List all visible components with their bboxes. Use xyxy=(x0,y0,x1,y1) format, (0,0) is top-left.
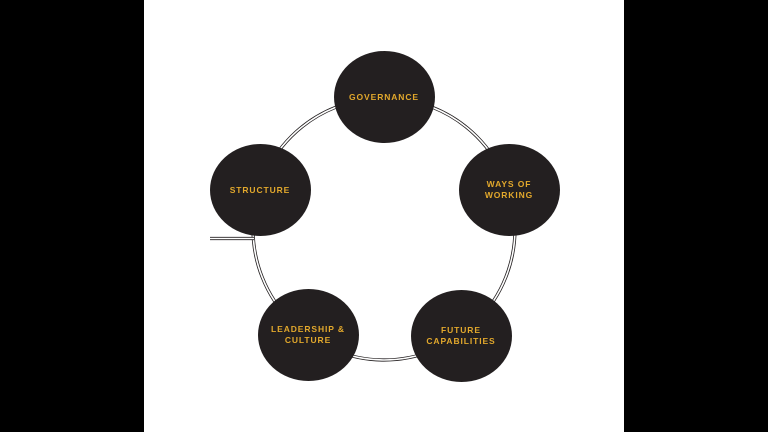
node-ways-of-working: WAYS OF WORKING xyxy=(458,144,560,236)
node-future-capabilities: FUTURE CAPABILITIES xyxy=(410,290,512,382)
diagram-stage: GOVERNANCE WAYS OF WORKING FUTURE CAPABI… xyxy=(144,0,624,432)
node-governance-label: GOVERNANCE xyxy=(349,91,419,102)
node-future-capabilities-label: FUTURE CAPABILITIES xyxy=(426,325,496,346)
node-leadership-culture-label: LEADERSHIP & CULTURE xyxy=(271,324,345,345)
node-governance: GOVERNANCE xyxy=(333,51,435,143)
node-structure: STRUCTURE xyxy=(209,144,311,236)
node-ways-of-working-label: WAYS OF WORKING xyxy=(484,179,534,200)
node-structure-label: STRUCTURE xyxy=(229,184,291,195)
node-leadership-culture: LEADERSHIP & CULTURE xyxy=(257,289,359,381)
